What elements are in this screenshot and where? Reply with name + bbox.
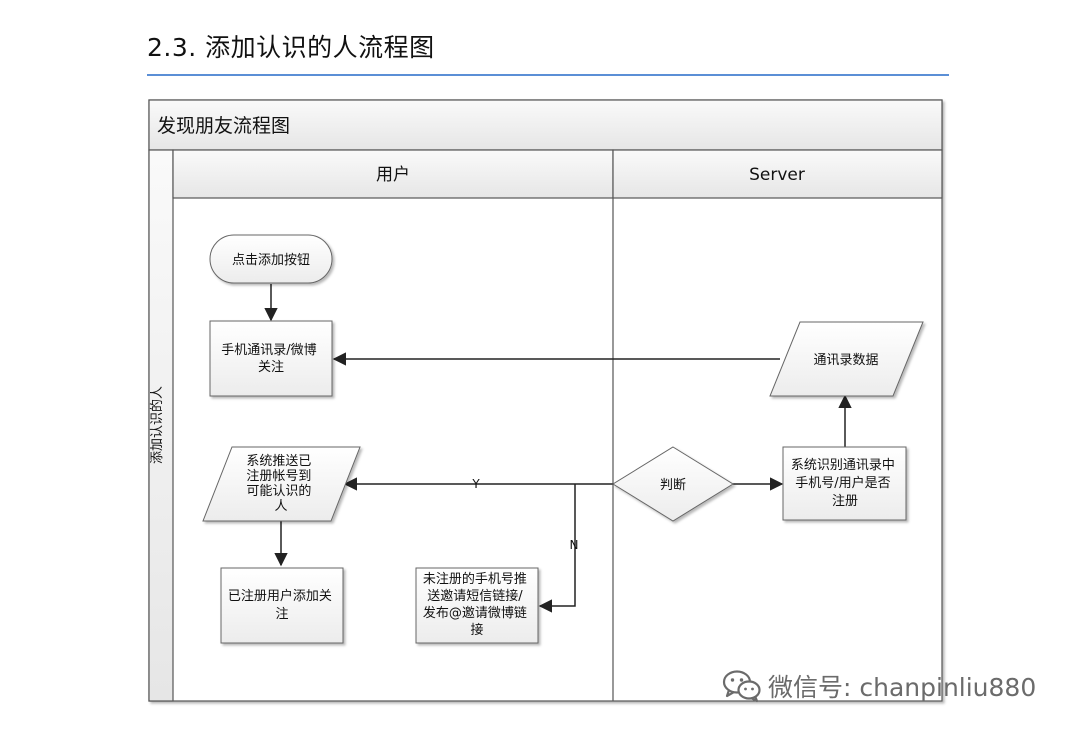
- node-follow: 已注册用户添加关 注: [220, 567, 344, 644]
- lane: 添加认识的人: [148, 149, 174, 702]
- column-headers: 用户 Server: [172, 149, 943, 701]
- node-start-label: 点击添加按钮: [232, 253, 310, 268]
- node-contacts-data-label: 通讯录数据: [813, 353, 878, 368]
- lane-label: 添加认识的人: [149, 386, 165, 464]
- column-header-server: Server: [749, 165, 805, 185]
- node-contacts-label: 手机通讯录/微博 关注: [221, 343, 321, 375]
- node-contacts: 手机通讯录/微博 关注: [209, 320, 333, 397]
- node-push: 系统推送已 注册帐号到 可能认识的 人: [202, 446, 361, 522]
- pool: 发现朋友流程图: [148, 99, 943, 702]
- section-title: 添加认识的人流程图: [205, 33, 435, 62]
- node-follow-label: 已注册用户添加关 注: [228, 588, 336, 622]
- heading-underline: [147, 74, 949, 76]
- column-header-user: 用户: [376, 165, 410, 185]
- node-decision-label: 判断: [660, 478, 686, 493]
- node-identify: 系统识别通讯录中 手机号/用户是否 注册: [782, 446, 907, 521]
- node-identify-label: 系统识别通讯录中 手机号/用户是否 注册: [791, 458, 899, 509]
- connectors: [264, 284, 852, 613]
- pool-title: 发现朋友流程图: [157, 115, 290, 137]
- watermark: 微信号: chanpinliu880: [722, 668, 1036, 704]
- node-invite-label: 未注册的手机号推 送邀请短信链接/ 发布@邀请微博链 接: [423, 571, 531, 638]
- node-decision: 判断: [612, 446, 734, 522]
- node-push-label: 系统推送已 注册帐号到 可能认识的 人: [246, 454, 315, 514]
- watermark-text: 微信号: chanpinliu880: [768, 673, 1037, 702]
- node-start: 点击添加按钮: [209, 234, 333, 284]
- edge-label-no: N: [570, 538, 579, 552]
- edge-label-yes: Y: [471, 477, 480, 491]
- section-number: 2.3.: [147, 33, 197, 62]
- wechat-icon: [722, 670, 761, 703]
- section-heading: 2.3. 添加认识的人流程图: [147, 28, 435, 64]
- node-invite: 未注册的手机号推 送邀请短信链接/ 发布@邀请微博链 接: [415, 567, 539, 644]
- edge-no: [538, 484, 576, 613]
- node-contacts-data: 通讯录数据: [769, 321, 924, 397]
